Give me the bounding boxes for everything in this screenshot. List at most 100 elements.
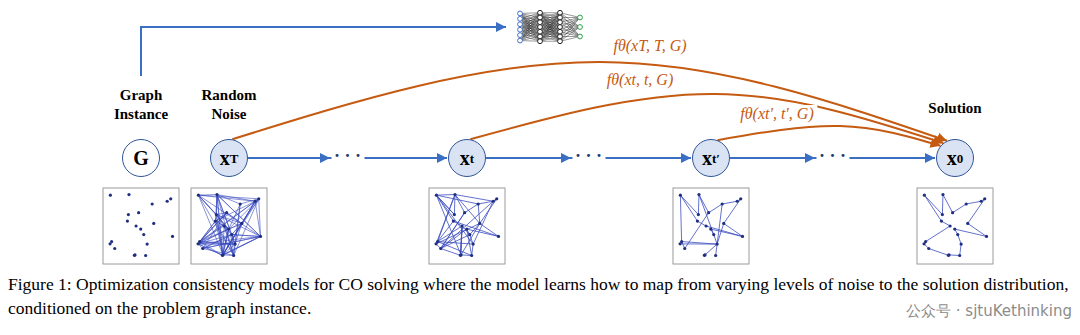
graph-vertex <box>709 227 712 230</box>
node-heading: Graph Instance <box>101 86 181 124</box>
consistency-arc <box>470 94 943 143</box>
network-neuron <box>558 34 563 39</box>
thumbnail-frame <box>191 188 267 264</box>
ellipsis-label: · · · <box>816 146 849 166</box>
network-neuron <box>578 25 583 30</box>
symbol-subscript: t <box>470 152 474 165</box>
graph-vertex <box>197 194 200 197</box>
graph-vertex <box>151 202 154 205</box>
graph-thumbnail <box>103 188 179 264</box>
graph-vertex <box>113 247 116 250</box>
graph-vertex <box>477 202 480 205</box>
graph-edge <box>968 199 985 224</box>
graph-vertex <box>941 193 944 196</box>
symbol-subscript: T <box>230 152 239 165</box>
graph-edge <box>472 244 473 255</box>
graph-vertex <box>109 194 112 197</box>
graph-vertex <box>232 254 235 257</box>
graph-vertex <box>169 197 172 200</box>
network-link <box>540 12 560 13</box>
graph-vertex <box>142 233 145 236</box>
graph-edge <box>924 195 942 214</box>
graph-vertex <box>697 193 700 196</box>
network-link <box>540 41 560 42</box>
graph-edge <box>698 195 700 215</box>
graph-vertex <box>459 253 462 256</box>
graph-edge <box>436 195 478 204</box>
graph-vertex <box>221 254 224 257</box>
network-link <box>540 13 560 42</box>
graph-vertex <box>922 242 925 245</box>
node-heading: Random Noise <box>189 86 269 124</box>
graph-vertex <box>948 224 951 227</box>
symbol-main: G <box>133 148 149 168</box>
arrowhead <box>320 153 330 163</box>
network-link <box>560 13 580 37</box>
network-link <box>560 27 580 37</box>
thumbnail-frame <box>103 188 179 264</box>
graph-thumbnail <box>191 188 267 264</box>
graph-vertex <box>134 224 137 227</box>
state-symbol: x0 <box>937 140 973 176</box>
graph-vertex <box>478 222 481 225</box>
graph-vertex <box>468 233 471 236</box>
graph-vertex <box>941 213 944 216</box>
network-link <box>520 19 540 41</box>
graph-edge <box>722 201 737 204</box>
network-link <box>540 27 560 41</box>
graph-edge <box>953 204 967 213</box>
graph-vertex <box>460 224 463 227</box>
graph-vertex <box>227 227 230 230</box>
network-neuron <box>558 25 563 30</box>
network-neuron <box>538 29 543 34</box>
graph-vertex <box>721 202 724 205</box>
network-link <box>540 37 560 42</box>
network-neuron <box>518 16 523 21</box>
network-neuron <box>538 10 543 15</box>
graph-vertex <box>940 220 943 223</box>
graph-vertex <box>126 220 129 223</box>
graph-edge <box>259 199 261 237</box>
ellipsis-label: · · · <box>572 146 605 166</box>
graph-edge <box>198 195 216 214</box>
network-link <box>560 27 580 41</box>
graph-vertex <box>127 193 130 196</box>
graph-edge <box>232 235 261 237</box>
state-circle: Solutionx0 <box>936 139 974 177</box>
graph-edge <box>222 229 228 255</box>
graph-vertex <box>716 242 719 245</box>
graph-thumbnail <box>673 188 749 264</box>
graph-edge <box>240 199 259 204</box>
state-circle: Graph InstanceG <box>122 139 160 177</box>
network-link <box>520 27 540 41</box>
graph-edge <box>955 229 987 236</box>
graph-vertex <box>683 247 686 250</box>
graph-edge <box>198 201 255 244</box>
graph-vertex <box>453 213 456 216</box>
condition-line <box>141 27 506 76</box>
graph-vertex <box>453 193 456 196</box>
graph-edge <box>724 199 741 224</box>
state-symbol: G <box>123 140 159 176</box>
network-link <box>520 22 540 40</box>
network-neuron <box>558 29 563 34</box>
graph-vertex <box>257 197 260 200</box>
network-link <box>560 37 580 42</box>
network-link <box>520 13 540 41</box>
graph-edge <box>222 229 228 255</box>
network-link <box>560 18 580 42</box>
graph-edge <box>473 201 493 244</box>
network-neuron <box>538 39 543 44</box>
graph-edge <box>436 195 473 244</box>
network-neuron <box>538 20 543 25</box>
graph-edge <box>198 195 260 236</box>
graph-vertex <box>927 247 930 250</box>
network-link <box>520 32 540 35</box>
graph-edge <box>460 226 462 255</box>
graph-vertex <box>966 222 969 225</box>
graph-vertex <box>739 197 742 200</box>
graph-edge <box>924 195 941 221</box>
network-link <box>560 18 580 28</box>
ellipsis-label: · · · <box>331 146 364 166</box>
state-symbol: xt′ <box>693 140 729 176</box>
